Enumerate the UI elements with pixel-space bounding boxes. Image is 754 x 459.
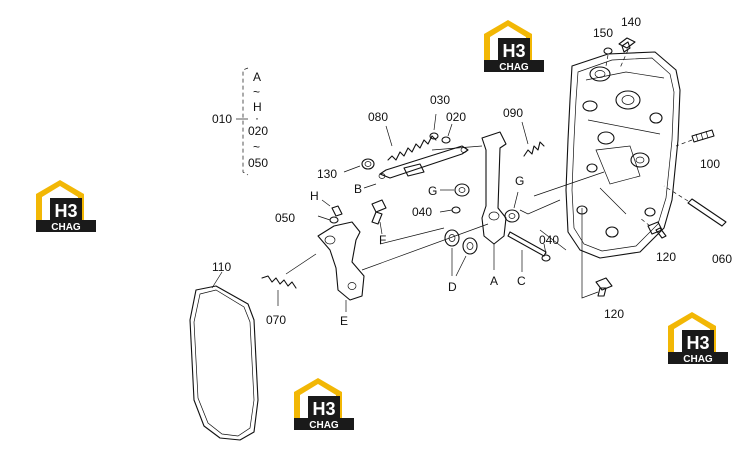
long-assembly-lines bbox=[285, 145, 489, 275]
callout-labels: 140 150 030 080 020 090 100 130 B G G H … bbox=[212, 15, 732, 328]
logo-text-bottom: CHAG bbox=[683, 354, 713, 365]
callout-h: H bbox=[310, 189, 319, 203]
ring-020 bbox=[441, 123, 453, 144]
callout-110: 110 bbox=[212, 260, 231, 274]
logo-text-top: H3 bbox=[686, 333, 709, 353]
lever-e bbox=[317, 221, 365, 312]
callout-130: 130 bbox=[317, 167, 337, 181]
callout-080: 080 bbox=[368, 110, 388, 124]
callout-g-right: G bbox=[515, 174, 524, 188]
washer-050 bbox=[317, 215, 339, 224]
gear-case-housing bbox=[565, 51, 681, 259]
callout-120-lower: 120 bbox=[604, 307, 624, 321]
callout-150: 150 bbox=[593, 26, 613, 40]
bolt-f bbox=[371, 199, 387, 235]
group-item: · bbox=[255, 111, 259, 125]
logo-text-bottom: CHAG bbox=[309, 420, 339, 431]
group-item: ~ bbox=[253, 85, 260, 99]
group-item: 020 bbox=[248, 124, 268, 138]
clip-040-left bbox=[439, 206, 461, 214]
gasket-110 bbox=[189, 271, 259, 441]
pin-h bbox=[321, 199, 343, 217]
lever-plate-a bbox=[481, 131, 507, 270]
logo-text-top: H3 bbox=[502, 41, 525, 61]
roller-d bbox=[444, 229, 478, 277]
group-item: 050 bbox=[248, 156, 268, 170]
callout-a: A bbox=[490, 274, 498, 288]
bush-130 bbox=[343, 158, 375, 173]
washer-150 bbox=[603, 47, 613, 67]
callout-040-right: 040 bbox=[539, 233, 559, 247]
callout-090: 090 bbox=[503, 106, 523, 120]
callout-f: F bbox=[379, 233, 386, 247]
spring-080 bbox=[385, 125, 437, 161]
callout-070: 070 bbox=[266, 313, 286, 327]
logo-watermark: H3 CHAG bbox=[36, 180, 96, 233]
logo-text-top: H3 bbox=[54, 201, 77, 221]
callout-060: 060 bbox=[712, 252, 732, 266]
logo-text-top: H3 bbox=[312, 399, 335, 419]
callout-050: 050 bbox=[275, 211, 295, 225]
link-rod-b bbox=[363, 145, 469, 189]
callout-c: C bbox=[517, 274, 526, 288]
pin-100 bbox=[675, 129, 715, 147]
callout-100: 100 bbox=[700, 157, 720, 171]
washer-030 bbox=[429, 113, 439, 140]
callout-e: E bbox=[340, 314, 348, 328]
callout-g-left: G bbox=[428, 184, 437, 198]
group-bracket: 010 A ~ H · 020 ~ 050 bbox=[212, 67, 268, 176]
callout-d: D bbox=[448, 280, 457, 294]
logo-watermark: H3 CHAG bbox=[484, 20, 544, 73]
logo-text-bottom: CHAG bbox=[51, 222, 81, 233]
logo-watermark: H3 CHAG bbox=[294, 378, 354, 431]
spring-070 bbox=[261, 275, 297, 306]
callout-b: B bbox=[354, 182, 362, 196]
callout-030: 030 bbox=[430, 93, 450, 107]
logo-text-bottom: CHAG bbox=[499, 62, 529, 73]
pin-g-upper bbox=[440, 183, 470, 197]
group-item: A bbox=[253, 70, 261, 84]
group-label: 010 bbox=[212, 112, 232, 126]
group-item: H bbox=[253, 100, 262, 114]
assembly-lines bbox=[519, 171, 605, 299]
shaft-060 bbox=[663, 185, 727, 227]
bolt-120-lower bbox=[595, 277, 613, 297]
callout-140: 140 bbox=[621, 15, 641, 29]
group-item: ~ bbox=[253, 140, 260, 154]
callout-120-upper: 120 bbox=[656, 250, 676, 264]
callout-040-left: 040 bbox=[412, 205, 432, 219]
bush-g-right bbox=[504, 191, 520, 223]
logo-watermark: H3 CHAG bbox=[668, 312, 728, 365]
bolt-120-upper bbox=[639, 217, 667, 239]
clip-040-right bbox=[541, 243, 551, 262]
pin-c bbox=[507, 231, 547, 272]
bolt-140 bbox=[618, 37, 636, 69]
callout-020: 020 bbox=[446, 110, 466, 124]
spring-090 bbox=[521, 121, 545, 157]
